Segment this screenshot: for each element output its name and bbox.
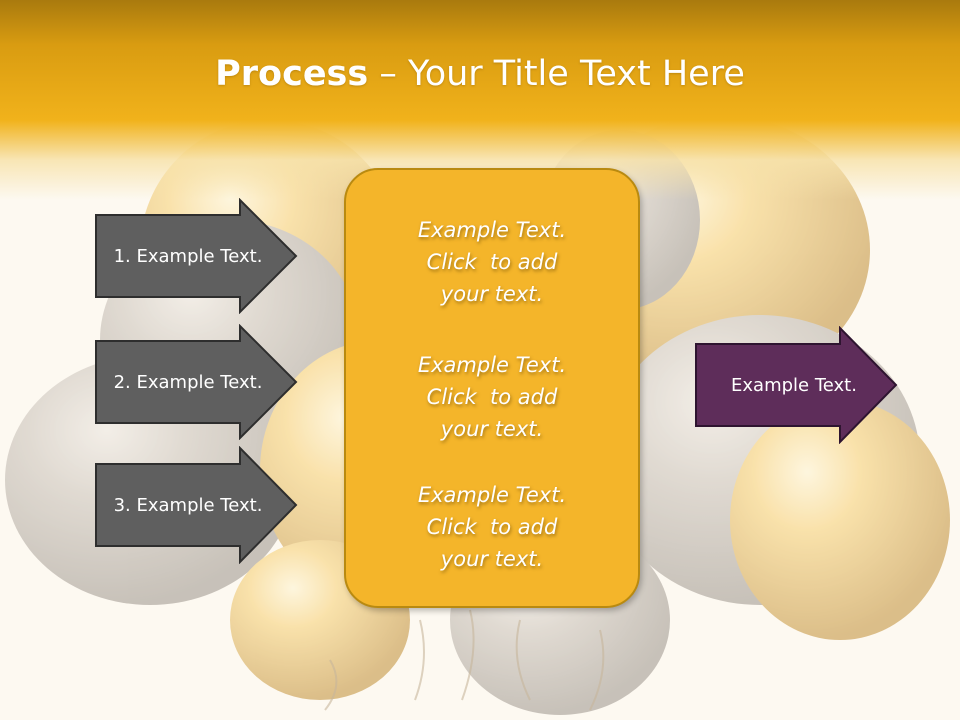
left-arrow-3[interactable]: 3. Example Text. <box>94 446 300 564</box>
text-block-1: Example Text. Click to add your text. <box>346 214 638 310</box>
right-arrow[interactable]: Example Text. <box>694 326 900 444</box>
text-block-1-line-1: Example Text. <box>417 218 567 242</box>
text-block-2-line-3: your text. <box>440 417 544 441</box>
slide-title[interactable]: Process – Your Title Text Here <box>0 52 960 96</box>
arrow-shape-icon <box>95 446 298 564</box>
title-rest: – Your Title Text Here <box>368 54 745 94</box>
left-arrow-2[interactable]: 2. Example Text. <box>94 324 300 440</box>
text-block-2-line-1: Example Text. <box>417 353 567 377</box>
text-block-1-line-2: Click to add <box>426 250 558 274</box>
left-arrow-2-label: 2. Example Text. <box>113 371 263 393</box>
title-bold: Process <box>215 54 369 94</box>
arrow-shape-icon <box>95 324 298 440</box>
text-block-3-line-2: Click to add <box>426 515 558 539</box>
title-banner <box>0 0 960 200</box>
text-block-1-line-3: your text. <box>440 282 544 306</box>
arrow-shape-icon <box>95 198 298 314</box>
left-arrow-1-label: 1. Example Text. <box>113 245 263 267</box>
left-arrow-3-label: 3. Example Text. <box>113 494 263 516</box>
right-arrow-label: Example Text. <box>731 374 857 396</box>
left-arrow-1[interactable]: 1. Example Text. <box>94 198 300 314</box>
text-block-3-line-1: Example Text. <box>417 483 567 507</box>
center-text-box[interactable]: Example Text. Click to add your text. Ex… <box>344 168 640 608</box>
text-block-3: Example Text. Click to add your text. <box>346 479 638 575</box>
arrow-shape-icon <box>695 326 898 444</box>
text-block-2-line-2: Click to add <box>426 385 558 409</box>
text-block-3-line-3: your text. <box>440 547 544 571</box>
text-block-2: Example Text. Click to add your text. <box>346 349 638 445</box>
